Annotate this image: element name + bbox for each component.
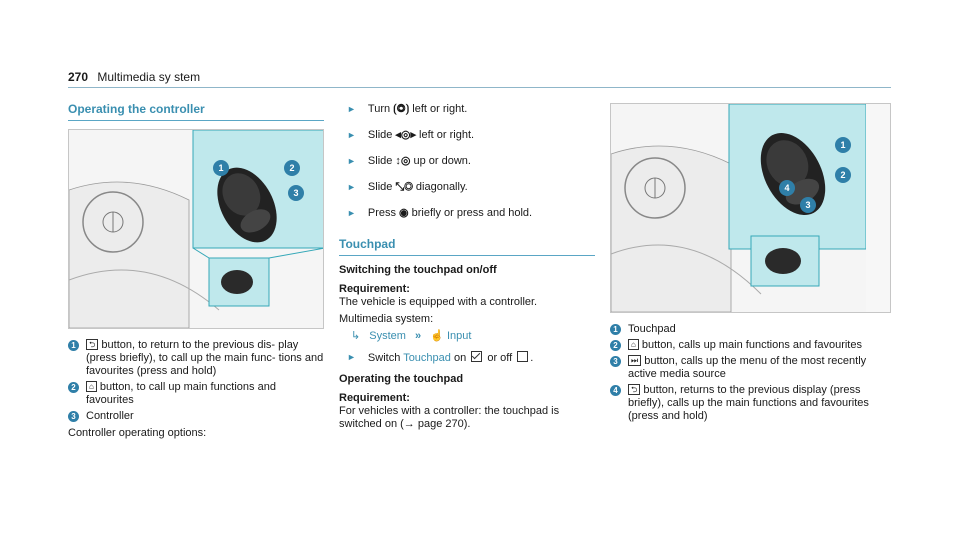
- page-header: 270 Multimedia sy stem: [68, 70, 200, 84]
- figure-callout-2: 2: [289, 163, 294, 173]
- step-verb: Turn: [367, 103, 391, 115]
- legend-number: 2: [610, 340, 621, 351]
- legend-text: button, to return to the previous dis- p…: [86, 339, 324, 377]
- legend-text: button, returns to the previous display …: [628, 384, 869, 422]
- section-heading-controller: Operating the controller: [68, 102, 205, 116]
- legend-item: 1 ⮌button, to return to the previous dis…: [68, 339, 324, 378]
- step-text: left or right.: [419, 129, 475, 141]
- legend-number: 1: [610, 324, 621, 335]
- step-text-on: on: [453, 352, 467, 364]
- step-slide-horizontal: ► Slide◂◎▸left or right.: [339, 129, 595, 142]
- section-heading-touchpad: Touchpad: [339, 237, 396, 251]
- step-text: briefly or press and hold.: [411, 207, 533, 219]
- step-slide-vertical: ► Slide↕◎up or down.: [339, 155, 595, 168]
- step-press: ► Press◉briefly or press and hold.: [339, 207, 595, 220]
- requirement-label: Requirement:: [339, 392, 410, 404]
- legend-item: 3 ⏭button, calls up the menu of the most…: [610, 355, 891, 381]
- subheading-operate-touchpad: Operating the touchpad: [339, 373, 464, 385]
- legend-number: 4: [610, 385, 621, 396]
- step-turn: ► Turn⟮◎⟯left or right.: [339, 103, 595, 116]
- controller-illustration: 1 2 3: [69, 130, 323, 328]
- legend-item: 2 ⌂button, calls up main functions and f…: [610, 339, 891, 352]
- step-verb: Switch: [367, 352, 401, 364]
- controller-figure: 1 2 3: [68, 129, 324, 329]
- chapter-title: Multimedia sy stem: [97, 70, 201, 84]
- subheading-switch-touchpad: Switching the touchpad on/off: [339, 264, 497, 276]
- home-button-icon: ⌂: [86, 381, 97, 392]
- path-input: Input: [446, 330, 472, 342]
- step-arrow-icon: ►: [347, 104, 356, 114]
- legend-text: Controller: [86, 410, 134, 422]
- legend-number: 3: [610, 356, 621, 367]
- options-intro: Controller operating options:: [68, 427, 207, 439]
- requirement-text: For vehicles with a controller: the touc…: [339, 405, 560, 430]
- multimedia-system-label: Multimedia system:: [339, 313, 434, 325]
- touchpad-setting-link: Touchpad: [403, 352, 451, 364]
- touchpad-legend: 1 Touchpad 2 ⌂button, calls up main func…: [610, 323, 891, 423]
- figure-callout-1: 1: [840, 140, 845, 150]
- input-icon: ☝: [430, 330, 444, 342]
- section-rule: [68, 120, 324, 121]
- step-text: left or right.: [412, 103, 468, 115]
- legend-number: 3: [68, 411, 79, 422]
- page-number: 270: [68, 70, 89, 84]
- touchpad-figure: 1 2 3 4: [610, 103, 891, 313]
- step-verb: Slide: [367, 181, 393, 193]
- step-text: up or down.: [413, 155, 471, 167]
- home-button-icon: ⌂: [628, 339, 639, 350]
- step-arrow-icon: ►: [347, 208, 356, 218]
- press-controller-icon: ◉: [399, 207, 409, 219]
- step-slide-diagonal: ► Slide⤡◎diagonally.: [339, 181, 595, 194]
- step-verb: Slide: [367, 129, 393, 141]
- requirement-text: The vehicle is equipped with a controlle…: [339, 296, 538, 308]
- back-button-icon: ⮌: [86, 339, 99, 350]
- step-arrow-icon: ►: [347, 156, 356, 166]
- legend-text: button, calls up the menu of the most re…: [628, 355, 867, 380]
- figure-callout-3: 3: [805, 200, 810, 210]
- slide-diagonal-icon: ⤡◎: [395, 181, 413, 193]
- legend-text: Touchpad: [628, 323, 676, 335]
- back-button-icon: ⮌: [628, 384, 641, 395]
- step-arrow-icon: ►: [347, 182, 356, 192]
- step-verb: Press: [367, 207, 397, 219]
- slide-horizontal-icon: ◂◎▸: [395, 129, 417, 141]
- controller-legend: 1 ⮌button, to return to the previous dis…: [68, 339, 324, 440]
- step-verb: Slide: [367, 155, 393, 167]
- turn-controller-icon: ⟮◎⟯: [393, 103, 410, 115]
- step-arrow-icon: ►: [347, 130, 356, 140]
- legend-item: 4 ⮌button, returns to the previous displ…: [610, 384, 891, 423]
- legend-item: 3 Controller: [68, 410, 324, 423]
- step-switch-touchpad: ► Switch Touchpad on or off .: [347, 351, 534, 364]
- legend-text: button, to call up main functions and fa…: [86, 381, 276, 406]
- unchecked-box-icon: [517, 351, 529, 362]
- header-rule: [68, 87, 891, 88]
- touchpad-illustration: 1 2 3 4: [611, 104, 867, 312]
- figure-callout-2: 2: [840, 170, 845, 180]
- skip-forward-button-icon: ⏭: [628, 355, 642, 366]
- step-text: diagonally.: [415, 181, 468, 193]
- legend-text: button, calls up main functions and favo…: [641, 339, 862, 351]
- column-operation: ► Turn⟮◎⟯left or right. ► Slide◂◎▸left o…: [339, 103, 595, 431]
- legend-number: 2: [68, 382, 79, 393]
- step-text-off: or off: [487, 352, 513, 364]
- checked-box-icon: [471, 351, 483, 362]
- column-controller: Operating the controller 1 2 3: [68, 103, 324, 440]
- menu-path: ↳ System » ☝ Input: [351, 330, 595, 343]
- legend-item: 1 Touchpad: [610, 323, 891, 336]
- path-system: System: [369, 330, 406, 342]
- figure-callout-3: 3: [293, 188, 298, 198]
- figure-callout-1: 1: [218, 163, 223, 173]
- section-rule: [339, 255, 595, 256]
- path-lead-icon: ↳: [351, 330, 361, 342]
- legend-number: 1: [68, 340, 79, 351]
- path-chevron-icon: »: [415, 330, 422, 342]
- column-touchpad: 1 2 3 4 1 Touchpad 2 ⌂button, calls up m…: [610, 103, 891, 426]
- slide-vertical-icon: ↕◎: [395, 155, 411, 167]
- figure-callout-4: 4: [784, 183, 789, 193]
- legend-item: 2 ⌂button, to call up main functions and…: [68, 381, 324, 407]
- step-arrow-icon: ►: [347, 352, 356, 362]
- requirement-label: Requirement:: [339, 283, 410, 295]
